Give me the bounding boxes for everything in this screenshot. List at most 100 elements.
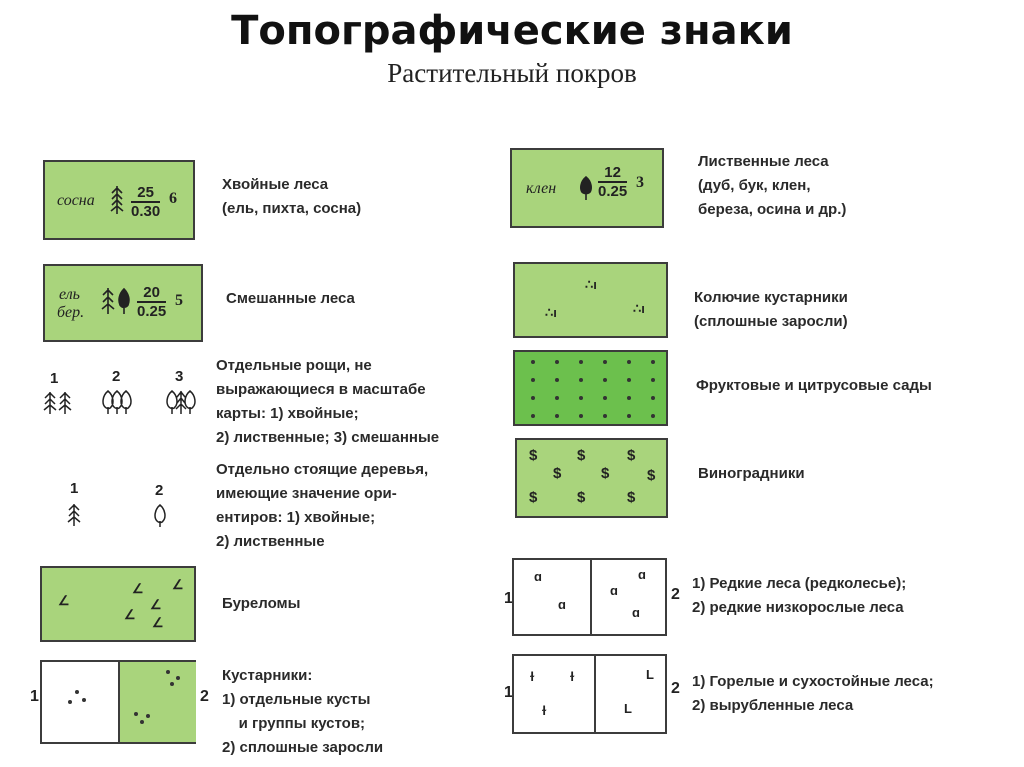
orchard-tree-dot — [555, 378, 559, 382]
conifer-grove-icon — [43, 391, 72, 414]
conifer-forest-label: Хвойные леса (ель, пихта, сосна) — [222, 176, 362, 217]
shrub-dot — [140, 720, 144, 724]
shrubs-sign — [40, 660, 196, 744]
thorny-shrubs-label: Колючие кустарники (сплошные заросли) — [694, 289, 848, 330]
sign-divider — [590, 560, 592, 634]
shrub-dot — [166, 670, 170, 674]
thorny-shrub-glyph: ∴ı — [585, 277, 597, 292]
dense-shrubs-area — [118, 662, 196, 742]
windfall-glyph: ∠ — [124, 607, 136, 622]
orchard-tree-dot — [531, 396, 535, 400]
page-title: Топографические знаки — [231, 8, 793, 54]
sparse-number-1: 1 — [504, 590, 513, 607]
forest-fraction: 20 0.25 — [137, 284, 167, 320]
species-label-2: бер. — [57, 304, 85, 321]
tree-height: 20 — [137, 284, 167, 303]
conifer-tree-icon — [110, 186, 124, 214]
orchard-tree-dot — [579, 360, 583, 364]
shrub-dot — [68, 700, 72, 704]
burnt-forest-label: 1) Горелые и сухостойные леса; 2) вырубл… — [692, 673, 934, 714]
orchard-tree-dot — [555, 360, 559, 364]
species-label: клен — [526, 180, 557, 197]
sparse-forest-sign: ɑ ɑ ɑ ɑ ɑ — [512, 558, 667, 636]
single-trees-label: Отдельно стоящие деревья, имеющие значен… — [216, 461, 429, 550]
sparse-tree-glyph: ɑ — [534, 569, 542, 584]
grove-number-3: 3 — [175, 368, 184, 385]
tree-height: 25 — [131, 184, 161, 203]
deciduous-tree-icon — [154, 504, 166, 527]
orchard-tree-dot — [531, 360, 535, 364]
orchard-tree-dot — [627, 396, 631, 400]
sign-divider — [594, 656, 596, 732]
tree-distance: 5 — [175, 292, 183, 309]
shrub-dot — [75, 690, 79, 694]
deciduous-tree-icon — [580, 175, 592, 200]
vine-glyph: $ — [529, 447, 538, 464]
shrub-dot — [146, 714, 150, 718]
tree-distance: 3 — [636, 174, 644, 191]
tree-number-1: 1 — [70, 480, 79, 497]
orchard-tree-dot — [603, 378, 607, 382]
burnt-forest-sign: ɫ ɫ ɫ L L — [512, 654, 667, 734]
orchard-tree-dot — [531, 378, 535, 382]
burnt-number-2: 2 — [671, 680, 680, 697]
burnt-tree-glyph: ɫ — [530, 669, 535, 684]
species-label: сосна — [57, 192, 95, 209]
burnt-tree-glyph: ɫ — [542, 703, 547, 718]
deciduous-forest-label: Лиственные леса (дуб, бук, клен, береза,… — [698, 153, 847, 218]
windfall-glyph: ∠ — [152, 615, 164, 630]
orchard-tree-dot — [531, 414, 535, 418]
forest-fraction: 25 0.30 — [131, 184, 161, 220]
conifer-tree-icon — [101, 288, 115, 314]
orchard-tree-dot — [627, 360, 631, 364]
shrubs-number-1: 1 — [30, 688, 39, 705]
sparse-tree-glyph: ɑ — [610, 583, 618, 598]
orchard-tree-dot — [555, 396, 559, 400]
tree-thickness: 0.30 — [131, 203, 161, 220]
forest-fraction: 12 0.25 — [598, 164, 628, 200]
species-label-1: ель — [59, 286, 80, 303]
orchard-tree-dot — [651, 414, 655, 418]
tree-distance: 6 — [169, 190, 177, 207]
thorny-shrub-glyph: ∴ı — [633, 301, 645, 316]
sparse-tree-glyph: ɑ — [638, 567, 646, 582]
orchard-tree-dot — [651, 360, 655, 364]
shrub-dot — [176, 676, 180, 680]
tree-thickness: 0.25 — [598, 183, 628, 200]
grove-number-1: 1 — [50, 370, 59, 387]
mixed-forest-sign: ель бер. 20 0.25 5 — [43, 264, 203, 342]
burnt-tree-glyph: ɫ — [570, 669, 575, 684]
shrub-dot — [134, 712, 138, 716]
thorny-shrub-glyph: ∴ı — [545, 305, 557, 320]
orchard-tree-dot — [651, 396, 655, 400]
orchards-sign — [513, 350, 668, 426]
vine-glyph: $ — [627, 447, 636, 464]
windfall-sign: ∠ ∠ ∠ ∠ ∠ ∠ — [40, 566, 196, 642]
orchard-tree-dot — [603, 396, 607, 400]
conifer-tree-icon — [67, 503, 81, 526]
mixed-grove-icon — [166, 390, 196, 414]
burnt-number-1: 1 — [504, 684, 513, 701]
vine-glyph: $ — [577, 447, 586, 464]
vineyards-label: Виноградники — [698, 465, 805, 482]
groves-label: Отдельные рощи, не выражающиеся в масшта… — [216, 357, 440, 446]
windfall-glyph: ∠ — [172, 577, 184, 592]
vine-glyph: $ — [627, 489, 636, 506]
orchard-tree-dot — [627, 414, 631, 418]
vine-glyph: $ — [647, 467, 656, 484]
orchard-tree-dot — [579, 396, 583, 400]
tree-thickness: 0.25 — [137, 303, 167, 320]
windfall-glyph: ∠ — [132, 581, 144, 596]
sparse-forest-label: 1) Редкие леса (редколесье); 2) редкие н… — [692, 575, 907, 616]
grove-number-2: 2 — [112, 368, 121, 385]
orchard-tree-dot — [651, 378, 655, 382]
conifer-forest-sign: сосна 25 0.30 6 — [43, 160, 195, 240]
sparse-number-2: 2 — [671, 586, 680, 603]
tree-height: 12 — [598, 164, 628, 183]
shrub-dot — [170, 682, 174, 686]
orchard-tree-dot — [579, 378, 583, 382]
sparse-tree-glyph: ɑ — [632, 605, 640, 620]
sign-divider — [118, 662, 120, 742]
vine-glyph: $ — [577, 489, 586, 506]
deciduous-grove-icon — [102, 390, 132, 414]
